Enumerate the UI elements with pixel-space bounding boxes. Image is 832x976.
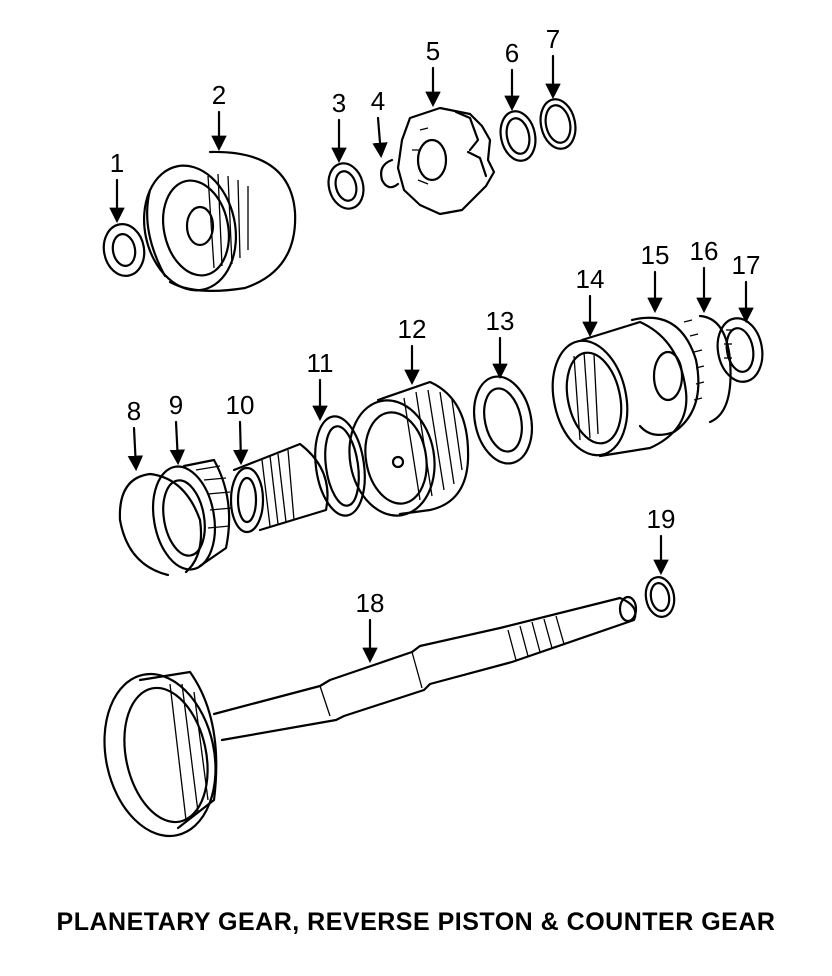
diagram-caption: PLANETARY GEAR, REVERSE PISTON & COUNTER… [56, 908, 776, 936]
part-4-snap-ring [380, 158, 400, 189]
part-11-ring [314, 415, 366, 517]
callout-5: 5 [425, 36, 441, 108]
callout-6: 6 [504, 38, 520, 112]
svg-text:2: 2 [212, 80, 226, 110]
svg-text:1: 1 [110, 148, 124, 178]
part-2-clutch-drum [142, 150, 297, 292]
part-5-planetary-carrier [396, 106, 496, 216]
part-3-washer [327, 162, 365, 210]
part-7-ring [539, 98, 577, 150]
callout-16: 16 [690, 236, 719, 314]
part-6-ring [499, 110, 537, 162]
svg-text:9: 9 [169, 390, 183, 420]
svg-text:11: 11 [307, 348, 334, 378]
svg-text:6: 6 [505, 38, 519, 68]
callout-7: 7 [545, 24, 561, 100]
callout-9: 9 [169, 390, 186, 466]
callout-8: 8 [127, 396, 144, 472]
callout-4: 4 [371, 86, 388, 159]
svg-text:7: 7 [546, 24, 560, 54]
callout-11: 11 [307, 348, 334, 422]
callout-15: 15 [641, 240, 670, 314]
svg-text:15: 15 [641, 240, 670, 270]
svg-text:5: 5 [426, 36, 440, 66]
callout-19: 19 [647, 504, 676, 576]
svg-text:10: 10 [226, 390, 255, 420]
svg-text:19: 19 [647, 504, 676, 534]
svg-text:13: 13 [486, 306, 515, 336]
svg-text:8: 8 [127, 396, 141, 426]
part-13-thrust-washer [473, 375, 533, 465]
callout-14: 14 [576, 264, 605, 338]
svg-text:17: 17 [732, 250, 761, 280]
part-16-seal-ring [698, 314, 732, 424]
callout-12: 12 [398, 314, 427, 386]
svg-text:18: 18 [356, 588, 385, 618]
part-17-spring-retainer [716, 317, 764, 383]
callout-17: 17 [732, 250, 761, 324]
part-1-thrust-washer [102, 223, 146, 277]
svg-text:12: 12 [398, 314, 427, 344]
part-14-reverse-drum [551, 320, 688, 458]
part-19-ring [644, 576, 676, 618]
part-8-snap-ring [118, 472, 203, 577]
callout-18: 18 [356, 588, 385, 664]
callout-10: 10 [226, 390, 255, 466]
svg-text:4: 4 [371, 86, 385, 116]
part-18-output-shaft [103, 595, 638, 838]
part-9-bearing [152, 458, 233, 571]
part-15-reverse-piston [630, 316, 705, 437]
part-12-gear [348, 380, 470, 517]
svg-text:3: 3 [332, 88, 346, 118]
callout-1: 1 [109, 148, 125, 224]
callout-2: 2 [211, 80, 227, 152]
part-10-counter-gear-hub [229, 442, 329, 534]
svg-text:14: 14 [576, 264, 605, 294]
callout-13: 13 [486, 306, 515, 380]
callout-3: 3 [331, 88, 347, 164]
svg-text:16: 16 [690, 236, 719, 266]
